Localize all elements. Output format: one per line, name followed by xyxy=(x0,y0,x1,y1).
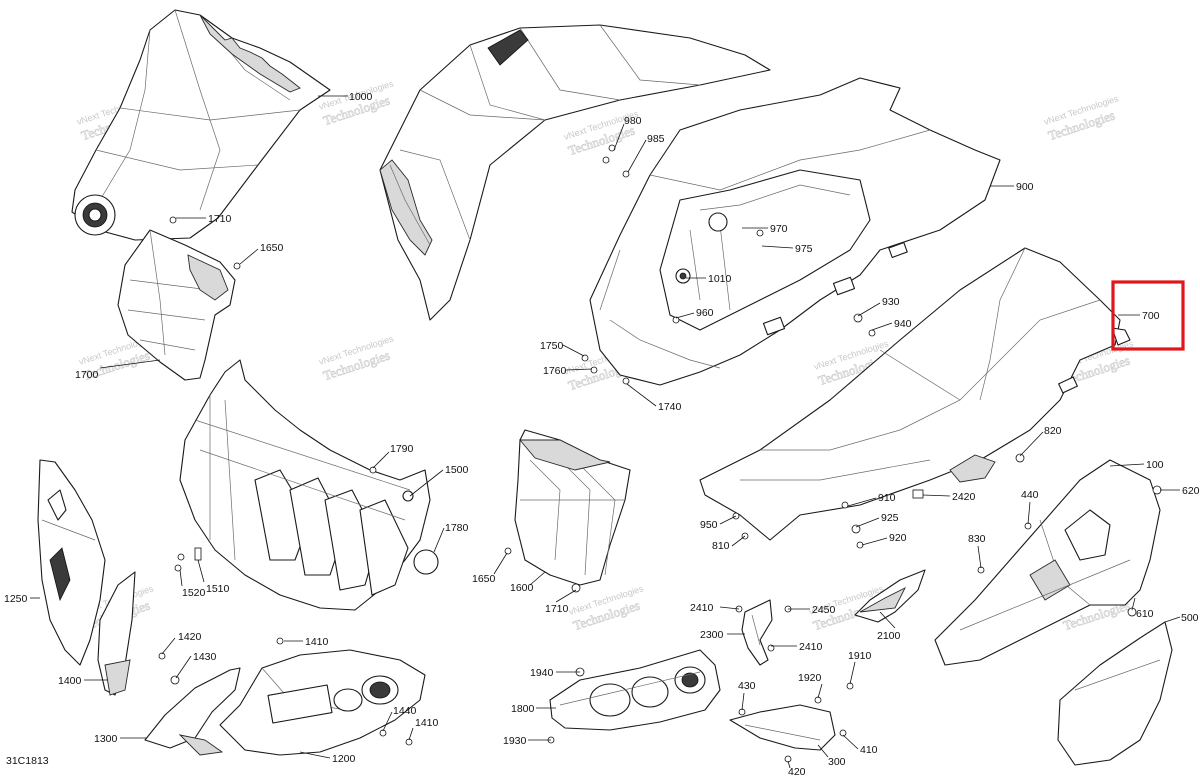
label-960[interactable]: 960 xyxy=(696,307,714,319)
label-420[interactable]: 420 xyxy=(788,766,806,776)
label-1750[interactable]: 1750 xyxy=(540,340,564,352)
part-1600-center-duct[interactable] xyxy=(514,429,631,586)
upper-hood-panel[interactable] xyxy=(379,24,771,321)
label-1430[interactable]: 1430 xyxy=(193,651,217,663)
label-2450[interactable]: 2450 xyxy=(812,604,836,616)
label-1650[interactable]: 1650 xyxy=(260,242,284,254)
part-300-lower-bracket[interactable] xyxy=(729,704,836,751)
part-2100-trim[interactable] xyxy=(854,569,926,623)
label-1760[interactable]: 1760 xyxy=(543,365,567,377)
label-410[interactable]: 410 xyxy=(860,744,878,756)
label-2410[interactable]: 2410 xyxy=(690,602,714,614)
label-940[interactable]: 940 xyxy=(894,318,912,330)
label-820[interactable]: 820 xyxy=(1044,425,1062,437)
part-1500-front-grill[interactable] xyxy=(179,359,439,611)
highlight-box-part-700 xyxy=(1111,280,1185,351)
part-700-seat-panel[interactable] xyxy=(699,247,1131,541)
label-1000[interactable]: 1000 xyxy=(349,91,373,103)
label-100[interactable]: 100 xyxy=(1146,459,1164,471)
label-980[interactable]: 980 xyxy=(624,115,642,127)
label-1740[interactable]: 1740 xyxy=(658,401,682,413)
label-1400[interactable]: 1400 xyxy=(58,675,82,687)
label-1650[interactable]: 1650 xyxy=(472,573,496,585)
label-970[interactable]: 970 xyxy=(770,223,788,235)
label-1920[interactable]: 1920 xyxy=(798,672,822,684)
label-500[interactable]: 500 xyxy=(1181,612,1199,624)
label-900[interactable]: 900 xyxy=(1016,181,1034,193)
label-1710[interactable]: 1710 xyxy=(208,213,232,225)
label-1500[interactable]: 1500 xyxy=(445,464,469,476)
label-1790[interactable]: 1790 xyxy=(390,443,414,455)
label-985[interactable]: 985 xyxy=(647,133,665,145)
label-1300[interactable]: 1300 xyxy=(94,733,118,745)
label-950[interactable]: 950 xyxy=(700,519,718,531)
label-1700[interactable]: 1700 xyxy=(75,369,99,381)
label-975[interactable]: 975 xyxy=(795,243,813,255)
label-1510[interactable]: 1510 xyxy=(206,583,230,595)
label-1440[interactable]: 1440 xyxy=(393,705,417,717)
label-1420[interactable]: 1420 xyxy=(178,631,202,643)
label-1780[interactable]: 1780 xyxy=(445,522,469,534)
label-430[interactable]: 430 xyxy=(738,680,756,692)
label-700[interactable]: 700 xyxy=(1142,310,1160,322)
label-810[interactable]: 810 xyxy=(712,540,730,552)
label-1010[interactable]: 1010 xyxy=(708,273,732,285)
label-1930[interactable]: 1930 xyxy=(503,735,527,747)
label-1800[interactable]: 1800 xyxy=(511,703,535,715)
part-2300-bracket[interactable] xyxy=(741,599,773,666)
label-1710[interactable]: 1710 xyxy=(545,603,569,615)
label-440[interactable]: 440 xyxy=(1021,489,1039,501)
part-1400-side-trim[interactable] xyxy=(97,571,136,696)
label-1250[interactable]: 1250 xyxy=(4,593,28,605)
part-1800-lower-headlight[interactable] xyxy=(549,649,721,731)
label-1520[interactable]: 1520 xyxy=(182,587,206,599)
label-2300[interactable]: 2300 xyxy=(700,629,724,641)
label-1910[interactable]: 1910 xyxy=(848,650,872,662)
label-830[interactable]: 830 xyxy=(968,533,986,545)
part-100-right-side-panel[interactable] xyxy=(934,459,1161,666)
label-1940[interactable]: 1940 xyxy=(530,667,554,679)
part-1700-side-bracket[interactable] xyxy=(117,229,236,381)
label-1600[interactable]: 1600 xyxy=(510,582,534,594)
label-930[interactable]: 930 xyxy=(882,296,900,308)
label-1410[interactable]: 1410 xyxy=(415,717,439,729)
label-610[interactable]: 610 xyxy=(1136,608,1154,620)
label-925[interactable]: 925 xyxy=(881,512,899,524)
label-620[interactable]: 620 xyxy=(1182,485,1200,497)
label-1410[interactable]: 1410 xyxy=(305,636,329,648)
label-300[interactable]: 300 xyxy=(828,756,846,768)
label-2410[interactable]: 2410 xyxy=(799,641,823,653)
part-1200-headlight-housing[interactable] xyxy=(219,649,426,756)
diagram-code: 31C1813 xyxy=(6,755,49,767)
leader-lines xyxy=(30,95,1181,769)
part-1000-nose-cover[interactable] xyxy=(71,9,331,241)
label-920[interactable]: 920 xyxy=(889,532,907,544)
part-1250-side-panel[interactable] xyxy=(37,459,106,666)
label-2420[interactable]: 2420 xyxy=(952,491,976,503)
label-2100[interactable]: 2100 xyxy=(877,630,901,642)
part-labels: 1000 980 985 900 970 975 1010 960 930 94… xyxy=(4,91,1200,776)
part-500-right-lower-panel[interactable] xyxy=(1057,621,1173,766)
label-1200[interactable]: 1200 xyxy=(332,753,356,765)
part-1300-lower-trim[interactable] xyxy=(144,667,241,756)
part-900-body-frame[interactable] xyxy=(589,77,1001,386)
label-910[interactable]: 910 xyxy=(878,492,896,504)
